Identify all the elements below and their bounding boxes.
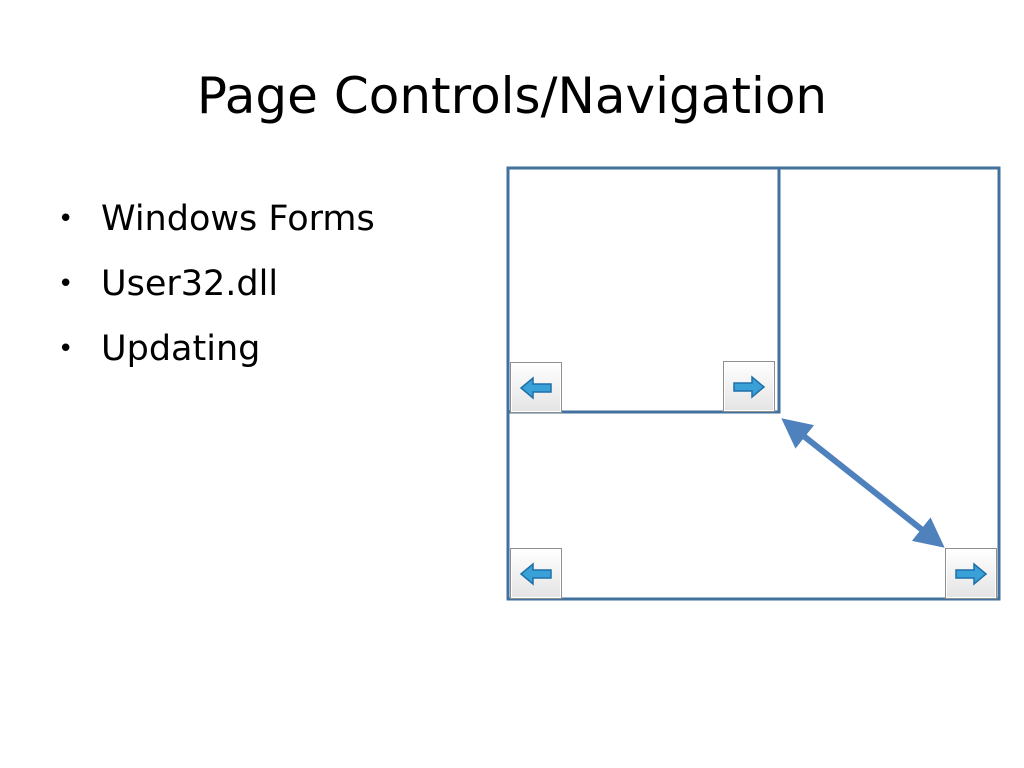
inner-page-frame <box>506 166 781 414</box>
outer-next-page-button[interactable] <box>945 548 997 599</box>
slide-title: Page Controls/Navigation <box>196 67 828 125</box>
bullet-item-windows-forms: • Windows Forms <box>58 186 375 251</box>
bullet-text: Windows Forms <box>101 198 375 239</box>
bullet-list: • Windows Forms • User32.dll • Updating <box>58 186 375 381</box>
arrow-right-icon <box>732 374 766 400</box>
inner-prev-page-button[interactable] <box>510 362 562 413</box>
bullet-text: Updating <box>101 328 261 369</box>
resize-connector-arrow <box>781 418 945 548</box>
page-navigation-diagram <box>500 160 1010 610</box>
inner-next-page-button[interactable] <box>723 361 775 412</box>
arrow-left-icon <box>519 375 553 401</box>
bullet-text: User32.dll <box>101 263 279 304</box>
bullet-item-user32: • User32.dll <box>58 251 375 316</box>
bullet-dot: • <box>58 333 74 364</box>
outer-prev-page-button[interactable] <box>510 548 562 599</box>
arrow-left-icon <box>519 561 553 587</box>
diagram-frames <box>506 166 1001 601</box>
bullet-dot: • <box>58 203 74 234</box>
arrow-right-icon <box>954 561 988 587</box>
bullet-item-updating: • Updating <box>58 316 375 381</box>
bullet-dot: • <box>58 268 74 299</box>
